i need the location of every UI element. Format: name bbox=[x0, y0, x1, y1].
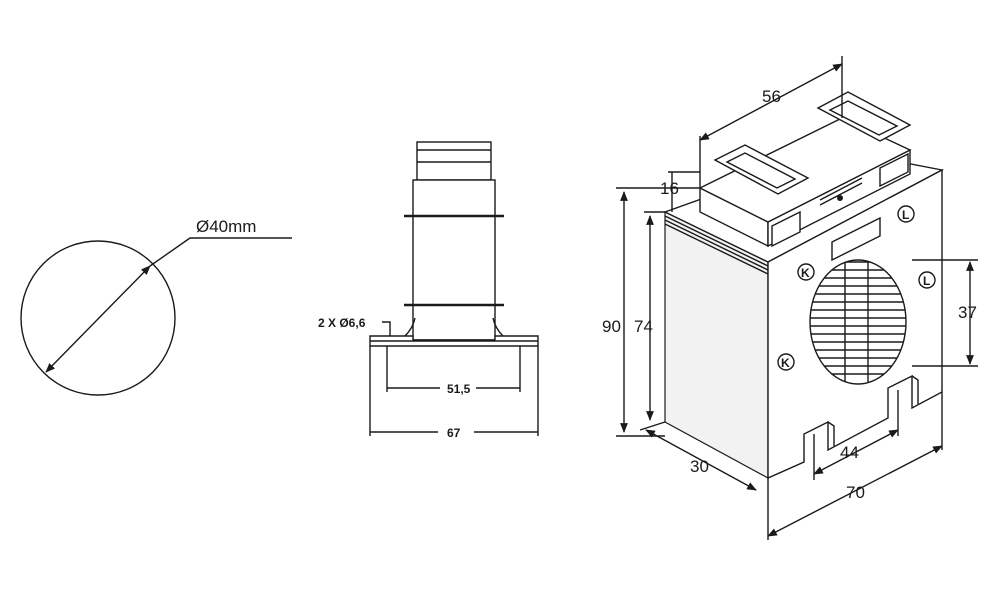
iso-notch-inner bbox=[911, 375, 919, 404]
terminal-mark-l: L bbox=[918, 271, 936, 289]
dim-37-label: 37 bbox=[958, 303, 977, 322]
dim-30-line bbox=[645, 429, 757, 491]
iso-side-clip bbox=[771, 210, 801, 248]
holes-leader bbox=[382, 321, 391, 336]
diameter-label: Ø40mm bbox=[196, 217, 256, 236]
iso-clip-inner bbox=[725, 152, 797, 189]
hole-spacing-label: 51,5 bbox=[447, 382, 471, 396]
iso-window bbox=[809, 259, 907, 385]
dim-44-label: 44 bbox=[840, 443, 859, 462]
dim-30-label: 30 bbox=[690, 457, 709, 476]
iso-side-layer bbox=[664, 219, 769, 271]
iso-label-slot bbox=[831, 216, 881, 262]
dim-90-label: 90 bbox=[602, 317, 621, 336]
terminal-mark-l: L bbox=[897, 205, 915, 223]
dim-74-label: 74 bbox=[634, 317, 653, 336]
side-fillet bbox=[492, 317, 504, 337]
dim-30-extension bbox=[639, 421, 666, 431]
iso-screw bbox=[837, 195, 843, 201]
iso-side-layer bbox=[664, 223, 769, 275]
iso-view: K L K L 56 bbox=[602, 56, 978, 540]
diameter-leader bbox=[149, 237, 292, 267]
iso-slot-line bbox=[819, 182, 863, 206]
dim-56-line bbox=[699, 63, 843, 141]
svg-text:L: L bbox=[902, 208, 909, 222]
side-fillet bbox=[404, 317, 416, 337]
iso-side-layer bbox=[664, 215, 769, 267]
dim-56-label: 56 bbox=[762, 87, 781, 106]
base-width-label: 67 bbox=[447, 426, 461, 440]
terminal-mark-k: K bbox=[777, 353, 795, 371]
holes-label: 2 X Ø6,6 bbox=[318, 316, 366, 330]
side-body bbox=[412, 179, 496, 341]
diameter-arrow bbox=[45, 265, 151, 373]
iso-window-hatch bbox=[810, 260, 906, 384]
side-top-cap bbox=[416, 141, 492, 181]
iso-side-clip bbox=[879, 152, 909, 188]
svg-text:K: K bbox=[801, 266, 810, 280]
svg-text:L: L bbox=[923, 274, 930, 288]
iso-slot-line bbox=[819, 177, 863, 201]
dim-70-line bbox=[767, 445, 943, 537]
iso-top-block-top bbox=[698, 117, 912, 223]
terminal-mark-k: K bbox=[797, 263, 815, 281]
aperture-circle bbox=[20, 240, 176, 396]
side-view: 2 X Ø6,6 51,5 67 bbox=[318, 141, 539, 440]
circle-view: Ø40mm bbox=[20, 217, 292, 396]
iso-top-clip bbox=[713, 144, 810, 195]
svg-text:K: K bbox=[781, 356, 790, 370]
dim-70-label: 70 bbox=[846, 483, 865, 502]
